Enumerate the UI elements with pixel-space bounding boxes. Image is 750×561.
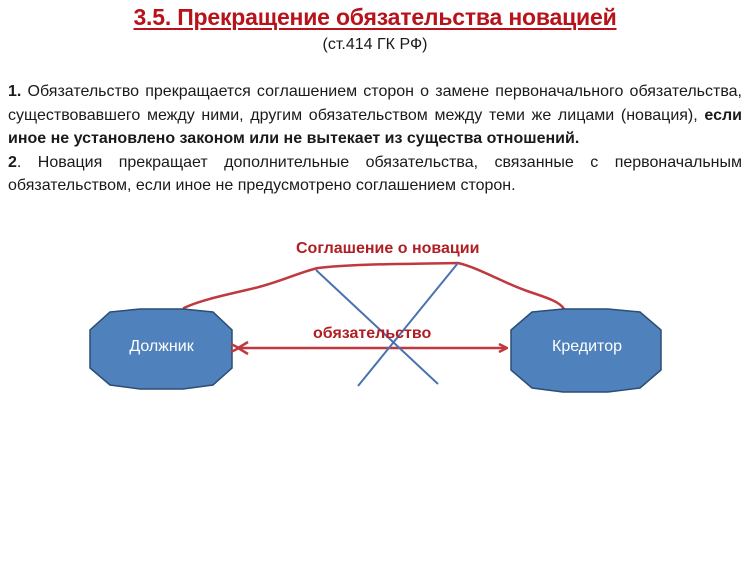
debtor-node-shape xyxy=(89,308,233,390)
arrow-left-head-icon xyxy=(235,340,249,356)
agreement-label: Соглашение о новации xyxy=(296,240,480,257)
creditor-node-shape xyxy=(510,308,662,393)
paragraph-1-text: Обязательство прекращается соглашением с… xyxy=(8,83,742,124)
agreement-arc xyxy=(182,261,566,311)
paragraph-1-bold-text: если иное не установлено законом или не … xyxy=(8,106,742,148)
paragraph-1-number: 1. xyxy=(8,83,22,100)
cross-line-1 xyxy=(315,269,439,385)
slide-title: 3.5. Прекращение обязательства новацией xyxy=(133,4,617,30)
debtor-node-label: Должник xyxy=(129,338,194,355)
creditor-node-label: Кредитор xyxy=(552,338,622,355)
body-text: 1. Обязательство прекращается соглашение… xyxy=(8,80,742,198)
paragraph-1: 1. Обязательство прекращается соглашение… xyxy=(8,80,742,151)
paragraph-2-text: . Новация прекращает дополнительные обяз… xyxy=(8,153,742,195)
paragraph-2: 2. Новация прекращает дополнительные обя… xyxy=(8,151,742,198)
cross-line-2 xyxy=(357,262,459,387)
slide-subtitle: (ст.414 ГК РФ) xyxy=(322,36,428,53)
paragraph-2-number: 2 xyxy=(8,153,17,171)
obligation-label: обязательство xyxy=(313,325,432,342)
